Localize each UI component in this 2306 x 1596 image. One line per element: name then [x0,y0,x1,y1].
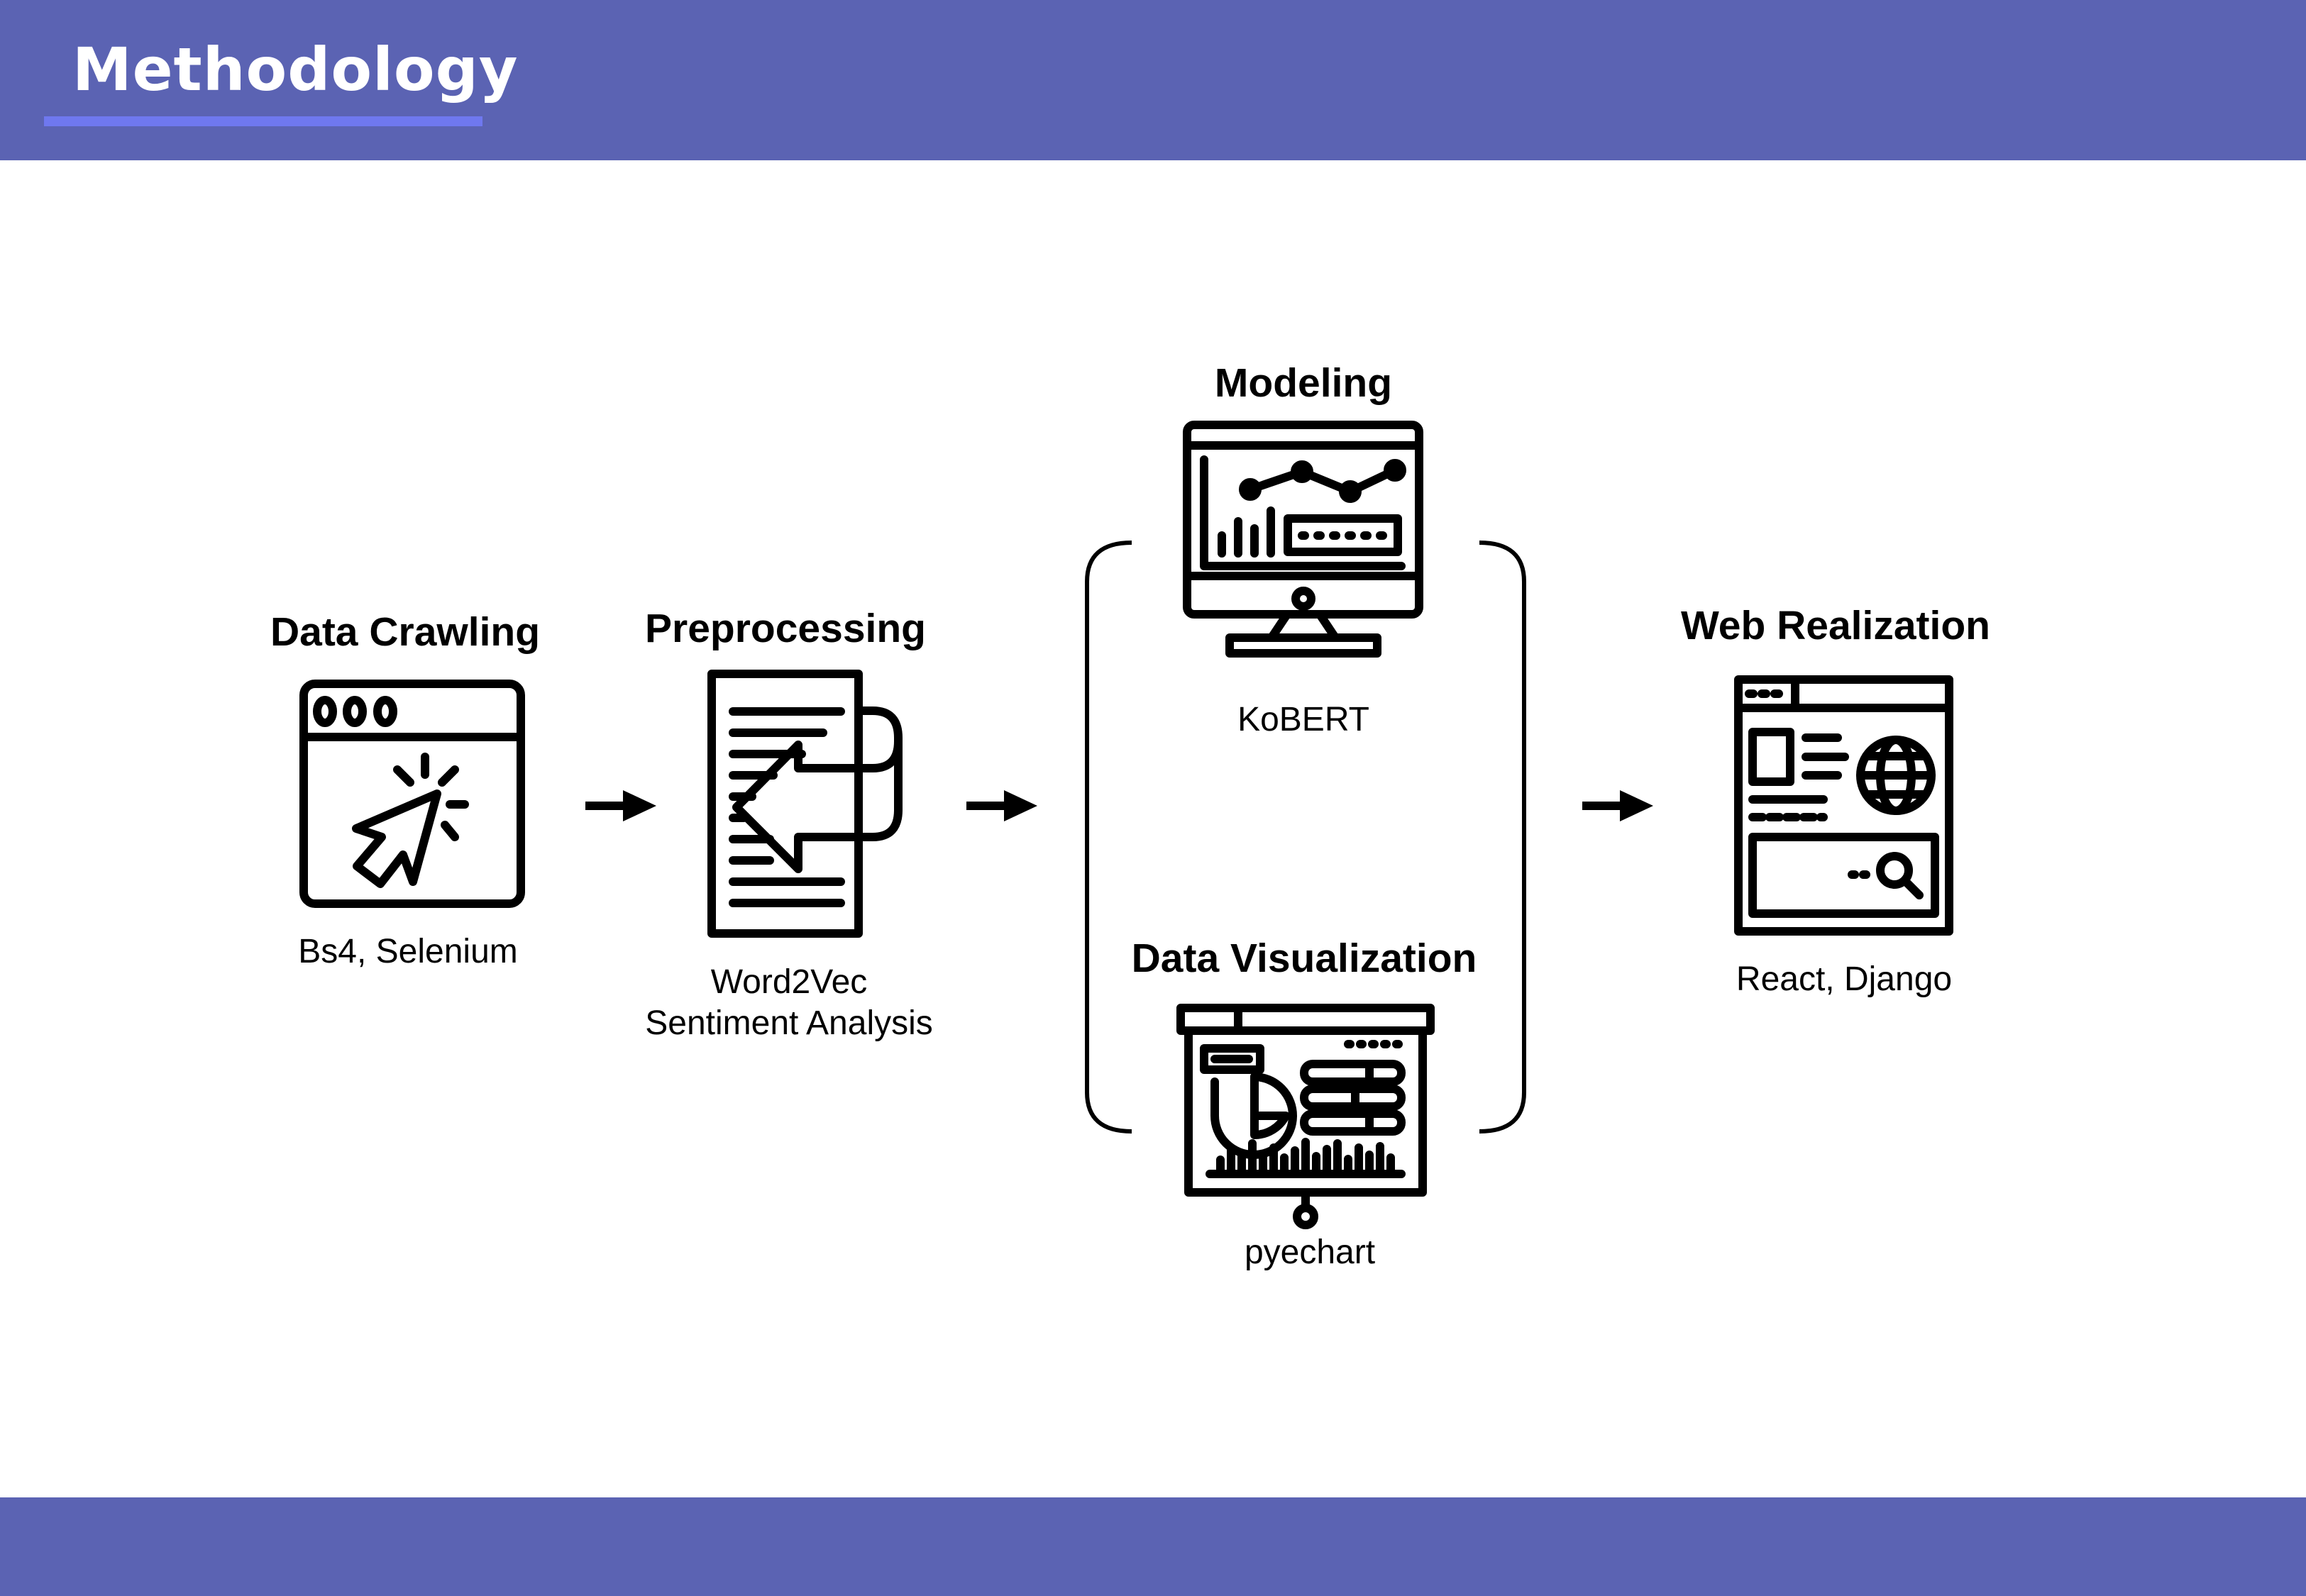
web-page-globe-icon [1734,675,1953,936]
stage-tools-visualization: pyechart [1244,1234,1376,1271]
document-arrow-icon [707,670,903,938]
footer-bar [0,1497,2306,1596]
header-bar [0,0,2306,160]
stage-title-web: Web Realization [1680,603,1991,648]
stage-tools-preprocessing-line1: Word2Vec [710,963,868,1001]
stage-title-crawling: Data Crawling [270,609,541,655]
stage-tools-preprocessing: Word2Vec Sentiment Analysis [645,962,933,1044]
browser-cursor-icon [299,680,525,908]
arrow-crawling-to-preprocessing [585,790,656,821]
presentation-board-icon [1176,1004,1435,1229]
left-bracket [1085,541,1132,1134]
stage-title-visualization: Data Visualization [1131,936,1477,981]
stage-tools-preprocessing-line2: Sentiment Analysis [645,1004,933,1042]
arrow-preprocessing-to-models [966,790,1037,821]
title-underline [44,116,482,126]
stage-title-modeling: Modeling [1214,360,1393,406]
stage-tools-web: React, Django [1736,960,1953,998]
stage-title-preprocessing: Preprocessing [645,606,926,651]
right-bracket [1479,541,1526,1134]
stage-tools-crawling: Bs4, Selenium [298,933,518,970]
monitor-chart-icon [1183,421,1423,658]
stage-tools-modeling: KoBERT [1237,701,1369,738]
arrow-models-to-web [1582,790,1653,821]
page-title: Methodology [72,35,519,104]
